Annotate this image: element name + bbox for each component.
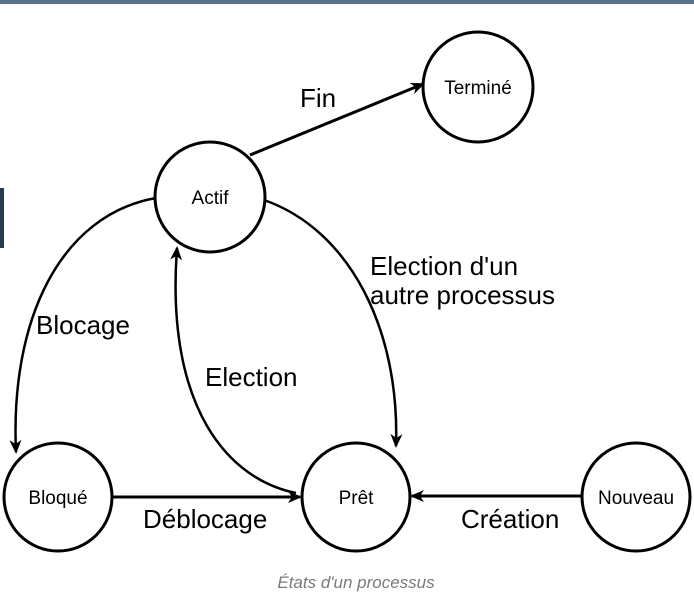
label-creation: Création [461, 504, 559, 534]
edge-election [170, 246, 297, 495]
state-actif-label: Actif [192, 188, 230, 209]
state-actif: Actif [153, 140, 267, 254]
state-pret: Prêt [300, 441, 412, 553]
state-termine-label: Terminé [444, 78, 512, 99]
state-nouveau: Nouveau [580, 441, 692, 553]
label-election-autre-line2: autre processus [370, 280, 555, 310]
label-deblocage: Déblocage [143, 504, 267, 534]
top-border [0, 0, 694, 4]
state-bloque: Bloqué [2, 441, 114, 553]
label-election-autre-line1: Election d'un [370, 251, 518, 281]
edge-fin [249, 82, 425, 157]
state-bloque-label: Bloqué [28, 488, 87, 509]
edge-election-autre [263, 198, 403, 448]
state-nouveau-label: Nouveau [598, 488, 674, 509]
label-fin: Fin [300, 83, 336, 113]
edge-blocage [9, 196, 157, 454]
state-pret-label: Prêt [339, 488, 375, 509]
left-edge-mark [0, 188, 4, 248]
label-election: Election [205, 362, 298, 392]
label-blocage: Blocage [36, 310, 130, 340]
diagram-caption: États d'un processus [277, 573, 435, 592]
state-termine: Terminé [421, 30, 535, 144]
